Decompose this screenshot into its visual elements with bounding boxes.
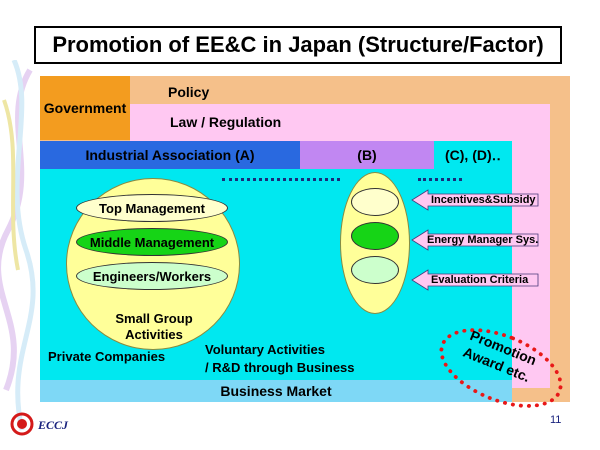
private-companies-label: Private Companies [48,349,166,364]
slide-title: Promotion of EE&C in Japan (Structure/Fa… [34,26,562,64]
association-middle-oval [351,222,399,250]
association-bottom-oval [351,256,399,284]
middle-management-oval: Middle Management [76,228,228,256]
industrial-association-cd: (C), (D)‥ [434,141,512,169]
policy-label: Policy [168,84,210,100]
eccj-logo-icon [10,412,34,436]
top-management-oval: Top Management [76,194,228,222]
decorative-swirl [0,60,36,431]
evaluation-criteria-label: Evaluation Criteria [431,274,529,286]
incentives-subsidy-label: Incentives&Subsidy [431,194,536,206]
government-label: Government [40,76,130,140]
industrial-association-a: Industrial Association (A) [40,141,300,169]
energy-manager-label: Energy Manager Sys. [427,234,539,246]
small-group-activities-label: Small Group Activities [115,311,193,342]
page-number: 11 [550,414,562,426]
dotted-separator [418,178,462,181]
business-market-bar: Business Market [40,380,512,402]
engineers-workers-oval: Engineers/Workers [76,262,228,290]
dotted-separator [222,178,340,181]
arrow-incentives [411,189,539,211]
incentive-arrows [411,189,539,291]
law-regulation-label: Law / Regulation [170,114,282,130]
arrow-energy-manager [411,229,539,251]
association-top-oval [351,188,399,216]
arrow-evaluation [411,269,539,291]
eccj-logo-text: ECCJ [38,418,69,432]
industrial-association-b: (B) [300,141,434,169]
voluntary-activities-label: Voluntary Activities / R&D through Busin… [205,342,355,375]
